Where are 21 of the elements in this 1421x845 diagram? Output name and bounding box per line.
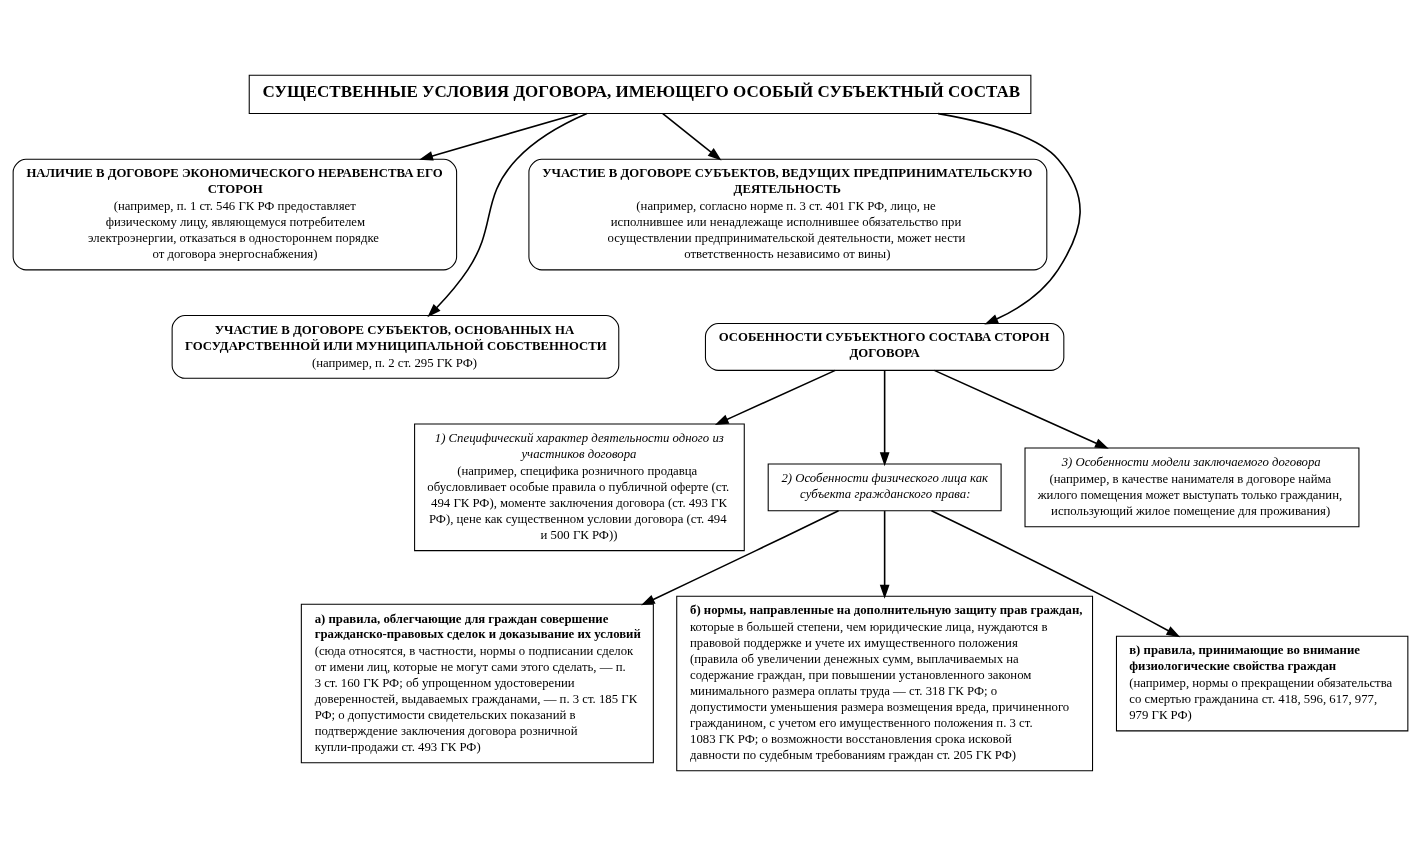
node-box: СУЩЕСТВЕННЫЕ УСЛОВИЯ ДОГОВОРА, ИМЕЮЩЕГО ОСОБЫЙ СУБЪЕКТНЫЙ СОСТАВ (248, 74, 1032, 114)
arrow (419, 112, 579, 161)
node-box: б) нормы, направленные на дополнительную защиту прав граждан, которые в большей степени, чем юридические лица, нуждаются в правовой поддержке и учете их имущественного положения (правила об увеличении денежных сумм, выплачиваемых на содержание граждан, при повышении установленного законом минимального размера оплаты труда — ст. 318 ГК РФ; о допустимости уменьшения размера возмещения вреда, причиненного гражданином, с учетом его имущественного положения п. 3 ст. 1083 ГК РФ; о возможности восстановления срока исковой давности по судебным требованиям граждан ст. 205 ГК РФ) (676, 595, 1094, 771)
arrow (427, 112, 588, 317)
arrow (714, 369, 837, 425)
node-box: НАЛИЧИЕ В ДОГОВОРЕ ЭКОНОМИЧЕСКОГО НЕРАВЕНСТВА ЕГО СТОРОН (например, п. 1 ст. 546 ГК РФ предоставляет физическому лицу, являющемуся потребителем электроэнергии, отказаться в одностороннем порядке от договора энергоснабжения) (12, 158, 458, 270)
arrow (641, 509, 840, 605)
node-box: 3) Особенности модели заключаемого договора (например, в качестве нанимателя в договоре найма жилого помещения может выступать только гражданин, использующий жилое помещение для проживания) (1024, 446, 1360, 527)
arrow (662, 112, 722, 160)
arrow (937, 112, 1081, 324)
node-box: 1) Специфический характер деятельности одного из участников договора (например, специфика розничного продавца обусловливает особые правила о публичной оферте (ст. 494 ГК РФ), моменте заключения договора (ст. 493 ГК РФ), цене как существенном условии договора (ст. 494 и 500 ГК РФ)) (414, 423, 745, 551)
node-box: в) правила, принимающие во внимание физиологические свойства граждан (например, нормы о прекращении обязательства со смертью гражданина ст. 418, 596, 617, 977, 979 ГК РФ) (1115, 635, 1409, 731)
node-box: 2) Особенности физического лица как субъекта гражданского права: (767, 462, 1002, 511)
node-box: а) правила, облегчающие для граждан совершение гражданско-правовых сделок и доказывание их условий (сюда относятся, в частности, нормы о подписании сделок от имени лиц, которые не могут сами этого сделать, — п. 3 ст. 160 ГК РФ; об упрощенном удостоверении доверенностей, выдаваемых гражданами, — п. 3 ст. 185 ГК РФ; о допустимости свидетельских показаний в подтверждение заключения договора розничной купли-продажи ст. 493 ГК РФ) (300, 603, 654, 763)
arrow (930, 509, 1181, 637)
node-box: ОСОБЕННОСТИ СУБЪЕКТНОГО СОСТАВА СТОРОН ДОГОВОРА (704, 322, 1065, 371)
arrow (879, 369, 890, 466)
node-box: УЧАСТИЕ В ДОГОВОРЕ СУБЪЕКТОВ, ВЕДУЩИХ ПРЕДПРИНИМАТЕЛЬСКУЮ ДЕЯТЕЛЬНОСТЬ (например, согласно норме п. 3 ст. 401 ГК РФ, лицо, не исполнившее или ненадлежаще исполнившее обязательство при осуществлении предпринимательской деятельности, может нести ответственность независимо от вины) (528, 158, 1048, 270)
node-box: УЧАСТИЕ В ДОГОВОРЕ СУБЪЕКТОВ, ОСНОВАННЫХ НА ГОСУДАРСТВЕННОЙ ИЛИ МУНИЦИПАЛЬНОЙ СОБСТВЕННОСТИ (например, п. 2 ст. 295 ГК РФ) (171, 314, 620, 379)
arrow (933, 369, 1109, 449)
arrow (879, 509, 890, 599)
